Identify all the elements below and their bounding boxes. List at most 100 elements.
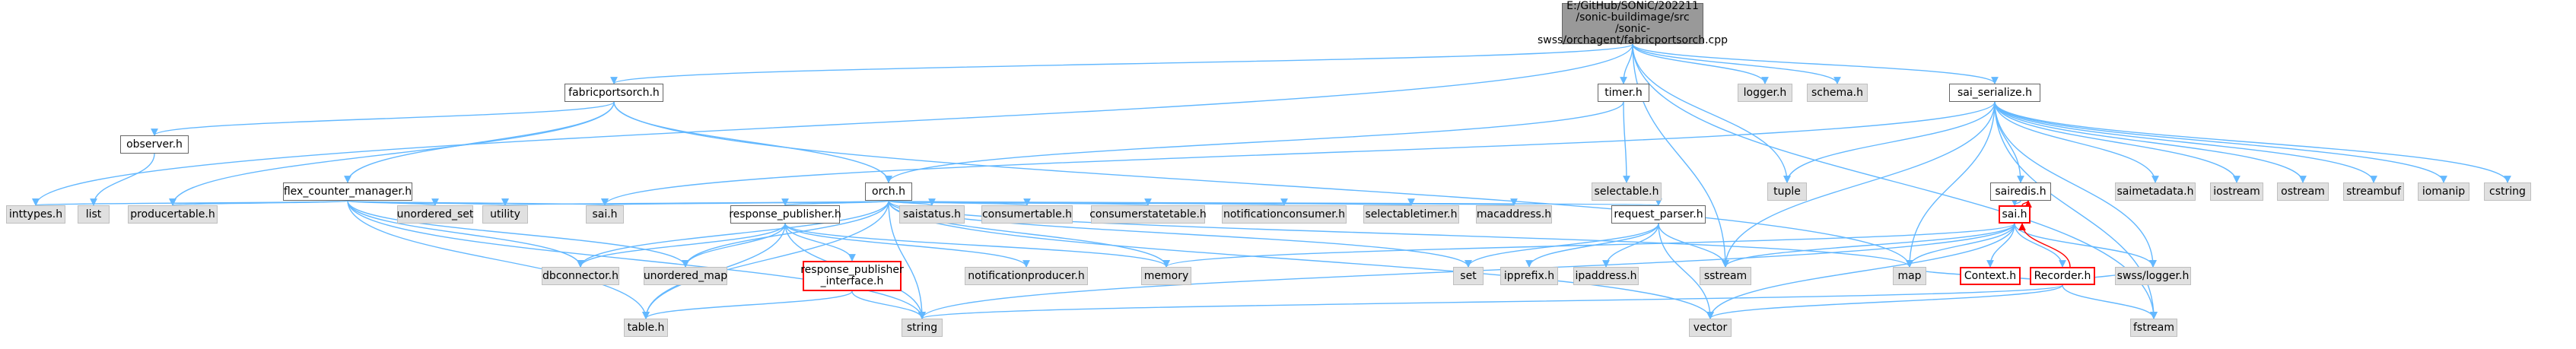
edge-orch_h-to-string <box>888 200 926 319</box>
edge-sai_serialize_h-to-saimetadata_h <box>1994 101 2159 183</box>
edge-flex_counter_manager_h-to-string <box>347 200 926 319</box>
node-memory[interactable]: memory <box>1141 267 1191 285</box>
edge-root-to-fstream <box>1632 43 2158 319</box>
edge-response_publisher_h-to-response_publisher_interface_h <box>784 223 856 262</box>
node-observer-h[interactable]: observer.h <box>120 135 189 154</box>
edge-sai_h_red-to-context_h <box>1986 223 2015 268</box>
node-ipaddress-h[interactable]: ipaddress.h <box>1573 267 1639 285</box>
edge-observer_h-to-list <box>90 153 155 206</box>
edge-orch_h-to-dbconnector_h <box>577 200 889 268</box>
node-logger-h[interactable]: logger.h <box>1738 84 1792 102</box>
node-response-publisher-h[interactable]: response_publisher.h <box>729 205 841 224</box>
node-utility[interactable]: utility <box>482 205 528 224</box>
node-iostream[interactable]: iostream <box>2210 182 2263 201</box>
node-flex-counter-manager-h[interactable]: flex_counter_manager.h <box>283 182 412 201</box>
node-fabricportsorch-cpp: E:/GitHub/SONiC/202211 /sonic-buildimage… <box>1537 0 1728 46</box>
edge-fabricportsorch_h-to-map <box>613 101 1913 268</box>
node-selectable-h[interactable]: selectable.h <box>1592 182 1662 201</box>
node-unordered-map[interactable]: unordered_map <box>644 267 727 285</box>
node-fstream[interactable]: fstream <box>2130 319 2177 337</box>
node-saistatus-h[interactable]: saistatus.h <box>899 205 965 224</box>
node-cstring[interactable]: cstring <box>2484 182 2531 201</box>
node-saimetadata-h[interactable]: saimetadata.h <box>2115 182 2196 201</box>
node-swss-logger-h[interactable]: swss/logger.h <box>2115 267 2191 285</box>
node-tuple[interactable]: tuple <box>1767 182 1807 201</box>
node-consumertable-h[interactable]: consumertable.h <box>981 205 1073 224</box>
node-iomanip[interactable]: iomanip <box>2418 182 2469 201</box>
edge-flex_counter_manager_h-to-table_h <box>347 200 650 319</box>
edge-fabricportsorch_h-to-orch_h <box>613 101 892 183</box>
edge-response_publisher_h-to-notificationproducer_h <box>784 223 1030 268</box>
edge-fabricportsorch_h-to-observer_h <box>151 101 615 136</box>
edge-sai_serialize_h-to-cstring <box>1994 101 2511 183</box>
node-list[interactable]: list <box>78 205 110 224</box>
edge-root-to-fabricportsorch_h <box>610 43 1633 84</box>
node-timer-h[interactable]: timer.h <box>1598 84 1649 102</box>
node-string[interactable]: string <box>902 319 943 337</box>
edge-root-to-tuple <box>1632 43 1791 183</box>
node-streambuf[interactable]: streambuf <box>2343 182 2404 201</box>
node-map[interactable]: map <box>1893 267 1926 285</box>
edge-flex_counter_manager_h-to-unordered_map <box>347 200 689 268</box>
node-notificationconsumer-h[interactable]: notificationconsumer.h <box>1222 205 1347 224</box>
node-sai-h[interactable]: sai.h <box>586 205 624 224</box>
node-orch-h[interactable]: orch.h <box>865 182 912 201</box>
node-vector[interactable]: vector <box>1689 319 1732 337</box>
node-ostream[interactable]: ostream <box>2277 182 2329 201</box>
node-schema-h[interactable]: schema.h <box>1807 84 1868 102</box>
node-unordered-set[interactable]: unordered_set <box>397 205 473 224</box>
edge-sai_serialize_h-to-iostream <box>1994 101 2240 183</box>
edge-root-to-timer_h <box>1620 43 1633 84</box>
edge-recorder_h-to-sai_h_red <box>2018 223 2071 268</box>
edge-response_publisher_h-to-dbconnector_h <box>577 223 786 268</box>
node-sai-h-local[interactable]: sai.h <box>1999 205 2031 224</box>
node-set[interactable]: set <box>1453 267 1484 285</box>
edge-recorder_h-to-string <box>918 284 2063 319</box>
edge-sai_serialize_h-to-tuple <box>1783 101 1996 183</box>
edge-fabricportsorch_h-to-flex_counter_manager_h <box>344 101 615 183</box>
node-table-h[interactable]: table.h <box>624 319 668 337</box>
node-consumerstatetable-h[interactable]: consumerstatetable.h <box>1089 205 1207 224</box>
edge-sai_h_red-to-recorder_h <box>2014 223 2066 268</box>
node-macaddress-h[interactable]: macaddress.h <box>1476 205 1552 224</box>
node-inttypes-h[interactable]: inttypes.h <box>6 205 65 224</box>
edge-root-to-schema_h <box>1632 43 1841 84</box>
edge-fabricportsorch_h-to-producertable_h <box>169 101 615 206</box>
node-sstream[interactable]: sstream <box>1700 267 1751 285</box>
node-request-parser-h[interactable]: request_parser.h <box>1611 205 1706 224</box>
edge-root-to-inttypes_h <box>32 43 1633 206</box>
edge-sai_h_red-to-memory <box>1162 223 2015 268</box>
node-sairedis-h[interactable]: sairedis.h <box>1990 182 2051 201</box>
edge-sai_h_red-to-swss_logger_h <box>2014 223 2157 268</box>
edge-orch_h-to-response_publisher_h <box>781 198 889 206</box>
edge-saiuredis_h-to-sai_h_red <box>2011 198 2021 206</box>
node-ipprefix-h[interactable]: ipprefix.h <box>1500 267 1558 285</box>
edge-sai_serialize_h-to-iomanip <box>1994 101 2447 183</box>
node-recorder-h[interactable]: Recorder.h <box>2030 267 2095 285</box>
edge-sai_h_red-to-vector <box>1706 223 2015 319</box>
node-producertable-h[interactable]: producertable.h <box>128 205 218 224</box>
edge-request_parser_h-to-set <box>1465 223 1659 268</box>
node-sai-serialize-h[interactable]: sai_serialize.h <box>1949 84 2040 102</box>
edge-recorder_h-to-fstream <box>2062 284 2158 319</box>
edge-request_parser_h-to-vector <box>1658 223 1714 319</box>
edge-request_parser_h-to-ipaddress_h <box>1602 223 1659 268</box>
node-dbconnector-h[interactable]: dbconnector.h <box>542 267 619 285</box>
node-fabricportsorch-h[interactable]: fabricportsorch.h <box>564 84 663 102</box>
edge-timer_h-to-orch_h <box>885 101 1624 183</box>
edge-root-to-logger_h <box>1632 43 1769 84</box>
node-context-h[interactable]: Context.h <box>1960 267 2021 285</box>
edge-sai_serialize_h-to-streambuf <box>1994 101 2377 183</box>
node-notificationproducer-h[interactable]: notificationproducer.h <box>965 267 1088 285</box>
edge-sai_serialize_h-to-sstream <box>1722 101 1996 268</box>
edge-orch_h-to-table_h <box>642 200 889 319</box>
node-selectabletimer-h[interactable]: selectabletimer.h <box>1363 205 1459 224</box>
edge-flex_counter_manager_h-to-sai_h_top <box>347 198 608 206</box>
node-response-publisher-interface-h[interactable]: response_publisher _interface.h <box>800 261 904 291</box>
edge-sai_h_red-to-sstream <box>1722 223 2015 268</box>
edge-sai_h_red-to-map <box>1906 223 2015 268</box>
edge-sai_serialize_h-to-map <box>1906 101 1996 268</box>
edge-flex_counter_manager_h-to-dbconnector_h <box>347 200 584 268</box>
